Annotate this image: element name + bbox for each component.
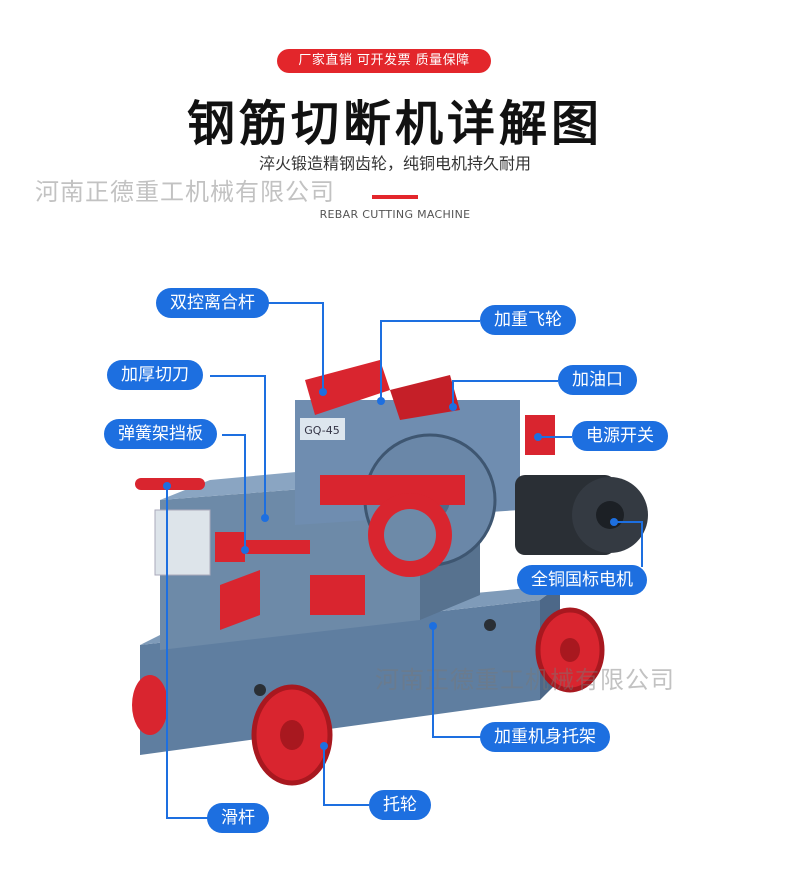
front-wheel-left-hub bbox=[280, 720, 304, 750]
connector-line bbox=[268, 302, 324, 304]
callout-flywheel: 加重飞轮 bbox=[480, 305, 576, 335]
control-panel bbox=[154, 509, 211, 576]
rebar-cutter-illustration: GQ-45 bbox=[132, 360, 648, 786]
title-divider bbox=[372, 195, 418, 199]
callout-dot bbox=[534, 433, 542, 441]
connector-line bbox=[452, 380, 558, 382]
clamp-block bbox=[310, 575, 365, 615]
callout-dot bbox=[449, 403, 457, 411]
callout-blade: 加厚切刀 bbox=[107, 360, 203, 390]
callout-frame: 加重机身托架 bbox=[480, 722, 610, 752]
connector-line bbox=[244, 434, 246, 549]
subtitle-english: REBAR CUTTING MACHINE bbox=[319, 208, 471, 221]
connector-line bbox=[540, 436, 572, 438]
frame-bolt bbox=[254, 684, 266, 696]
connector-line bbox=[166, 817, 208, 819]
page-title: 钢筋切断机详解图 bbox=[186, 96, 603, 152]
connector-line bbox=[264, 375, 266, 515]
connector-line bbox=[322, 302, 324, 392]
promo-pill: 厂家直销 可开发票 质量保障 bbox=[277, 49, 491, 73]
connector-line bbox=[452, 380, 454, 405]
rear-wheel-right-hub bbox=[560, 638, 580, 662]
connector-line bbox=[210, 375, 266, 377]
callout-dot bbox=[377, 397, 385, 405]
frame-bolt bbox=[484, 619, 496, 631]
spring-assembly bbox=[240, 540, 310, 554]
model-plate-text: GQ-45 bbox=[304, 424, 339, 437]
callout-motor: 全铜国标电机 bbox=[517, 565, 647, 595]
model-plate bbox=[300, 418, 345, 440]
connector-line bbox=[222, 434, 246, 436]
connector-line bbox=[166, 485, 168, 818]
callout-dot bbox=[610, 518, 618, 526]
connector-line bbox=[432, 625, 434, 737]
callout-oil-port: 加油口 bbox=[558, 365, 637, 395]
slide-bar-holder bbox=[220, 570, 260, 630]
callout-dot bbox=[241, 546, 249, 554]
callout-spring-plate: 弹簧架挡板 bbox=[104, 419, 217, 449]
eccentric-inner bbox=[384, 509, 436, 561]
motor-fan-center bbox=[596, 501, 624, 529]
callout-roller: 托轮 bbox=[369, 790, 431, 820]
connector-line bbox=[432, 736, 482, 738]
callout-power-switch: 电源开关 bbox=[572, 421, 668, 451]
callout-dot bbox=[429, 622, 437, 630]
callout-dot bbox=[163, 482, 171, 490]
connector-line bbox=[323, 745, 325, 805]
watermark-middle: 河南正德重工机械有限公司 bbox=[375, 666, 675, 694]
connector-line bbox=[380, 320, 382, 400]
page-subtitle: 淬火锻造精钢齿轮，纯铜电机持久耐用 bbox=[258, 154, 531, 173]
callout-dot bbox=[261, 514, 269, 522]
connector-line bbox=[641, 521, 643, 567]
callout-dot bbox=[320, 742, 328, 750]
spring-plate bbox=[215, 532, 245, 562]
connector-line bbox=[380, 320, 480, 322]
connector-line bbox=[323, 804, 369, 806]
flywheel-guard bbox=[305, 360, 390, 415]
connector-line bbox=[615, 521, 642, 523]
callout-dot bbox=[319, 388, 327, 396]
front-wheel-far bbox=[132, 675, 168, 735]
watermark-top: 河南正德重工机械有限公司 bbox=[35, 178, 335, 206]
callout-slide-bar: 滑杆 bbox=[207, 803, 269, 833]
callout-dual-clutch: 双控离合杆 bbox=[156, 288, 269, 318]
flywheel-guard-rear bbox=[390, 375, 460, 420]
